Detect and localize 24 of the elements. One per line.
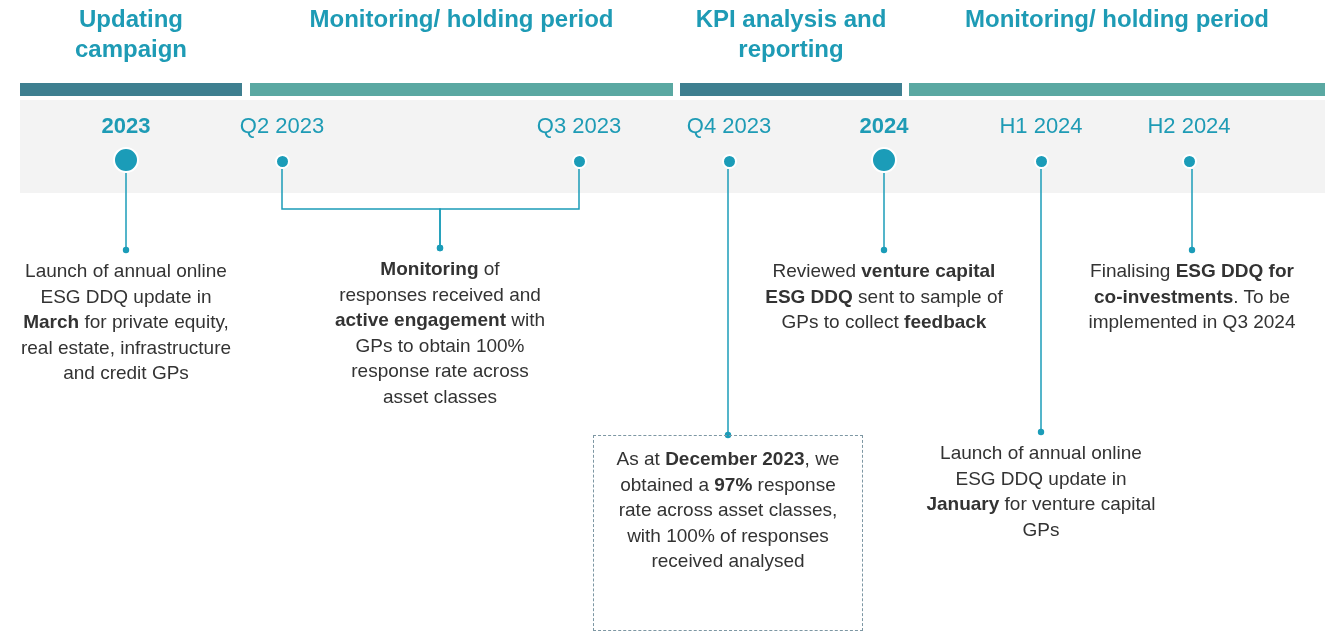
phase-title: Monitoring/ holding period: [308, 4, 615, 34]
connector-line: [1188, 168, 1196, 254]
phase-title: Updating campaign: [74, 4, 188, 64]
phase-title: KPI analysis and reporting: [694, 4, 888, 64]
connector-line: [724, 168, 732, 439]
connector-line: [1037, 168, 1045, 436]
connector-line: [436, 168, 580, 252]
period-label: H2 2024: [1146, 113, 1232, 139]
milestone-text: Launch of annual online ESG DDQ update in March for private equity, real estate, infrastructure and credit GPs: [19, 259, 233, 385]
milestone-text: As at December 2023, we obtained a 97% response rate across asset classes, with 100% of responses received analysed: [615, 447, 841, 573]
period-label: 2024: [858, 113, 910, 139]
milestone-text: Launch of annual online ESG DDQ update in January for venture capital GPs: [926, 441, 1156, 542]
period-label: 2023: [100, 113, 152, 139]
milestone-text: Finalising ESG DDQ for co-investments. To be implemented in Q3 2024: [1087, 259, 1297, 334]
period-label: H1 2024: [998, 113, 1084, 139]
callout-box: [593, 435, 863, 631]
milestone-text: Monitoring of responses received and active engagement with GPs to obtain 100% response rate across asset classes: [334, 257, 546, 409]
phase-title: Monitoring/ holding period: [964, 4, 1270, 34]
period-label: Q2 2023: [238, 113, 326, 139]
period-label: Q4 2023: [685, 113, 773, 139]
connector-line: [122, 172, 130, 254]
period-label: Q3 2023: [535, 113, 623, 139]
connector-line: [880, 172, 888, 254]
milestone-text: Reviewed venture capital ESG DDQ sent to sample of GPs to collect feedback: [764, 259, 1004, 334]
